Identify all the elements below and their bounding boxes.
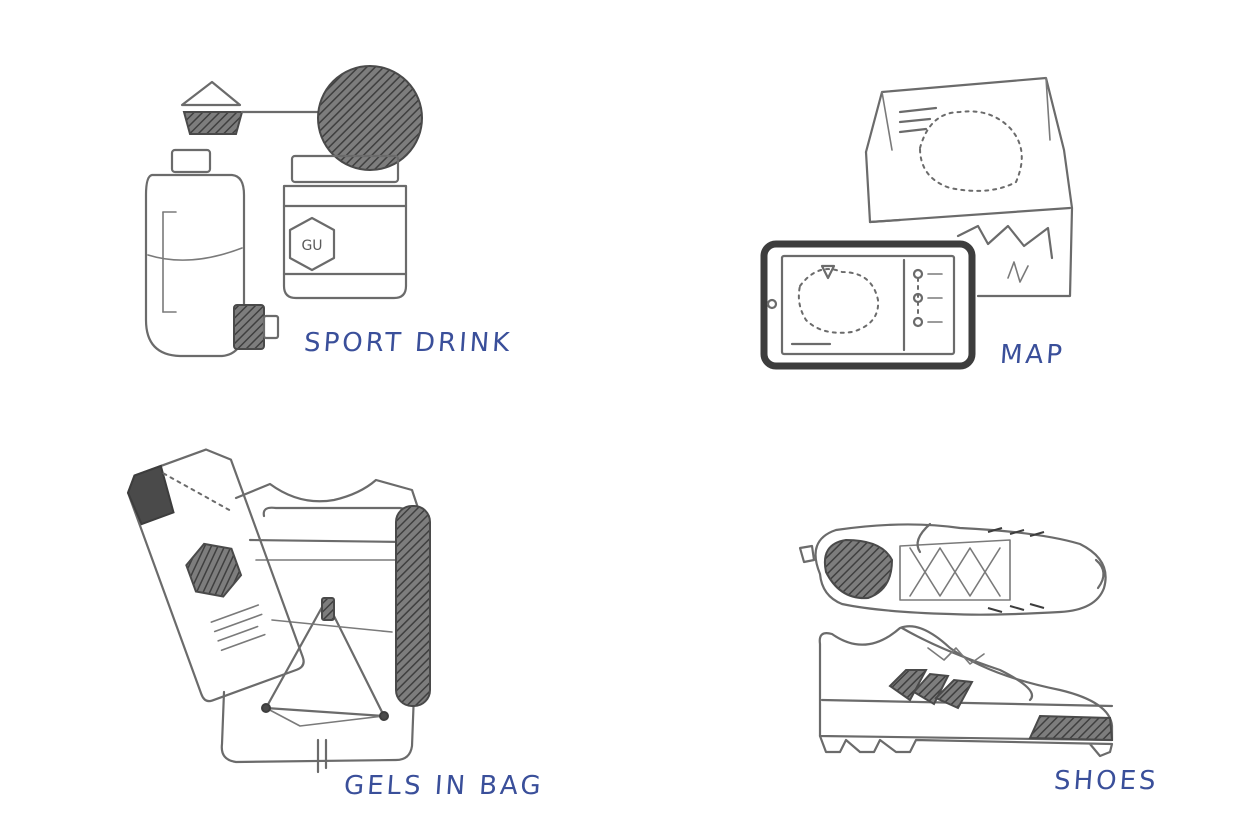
phone-map-icon	[760, 240, 976, 370]
sport-drink-label: SPORT DRINK	[302, 328, 514, 358]
gels-in-bag-illustration	[126, 448, 431, 774]
sport-drink-illustration	[144, 65, 423, 358]
powder-scoop-icon	[180, 80, 322, 135]
folded-map-icon	[864, 76, 1074, 298]
map-illustration	[760, 76, 1074, 370]
shoe-top-view-icon	[798, 522, 1107, 616]
jar-lid-icon	[317, 65, 423, 171]
gels-in-bag-label: GELS IN BAG	[342, 771, 545, 801]
gel-packet-icon	[126, 448, 305, 703]
shoe-side-view-icon	[818, 625, 1114, 758]
map-label: MAP	[998, 340, 1066, 370]
sport-bottle-icon	[144, 148, 280, 358]
gel-jar-icon	[282, 154, 408, 300]
shoes-illustration	[798, 522, 1114, 758]
hydration-vest-icon	[220, 478, 431, 774]
shoes-label: SHOES	[1052, 766, 1160, 796]
